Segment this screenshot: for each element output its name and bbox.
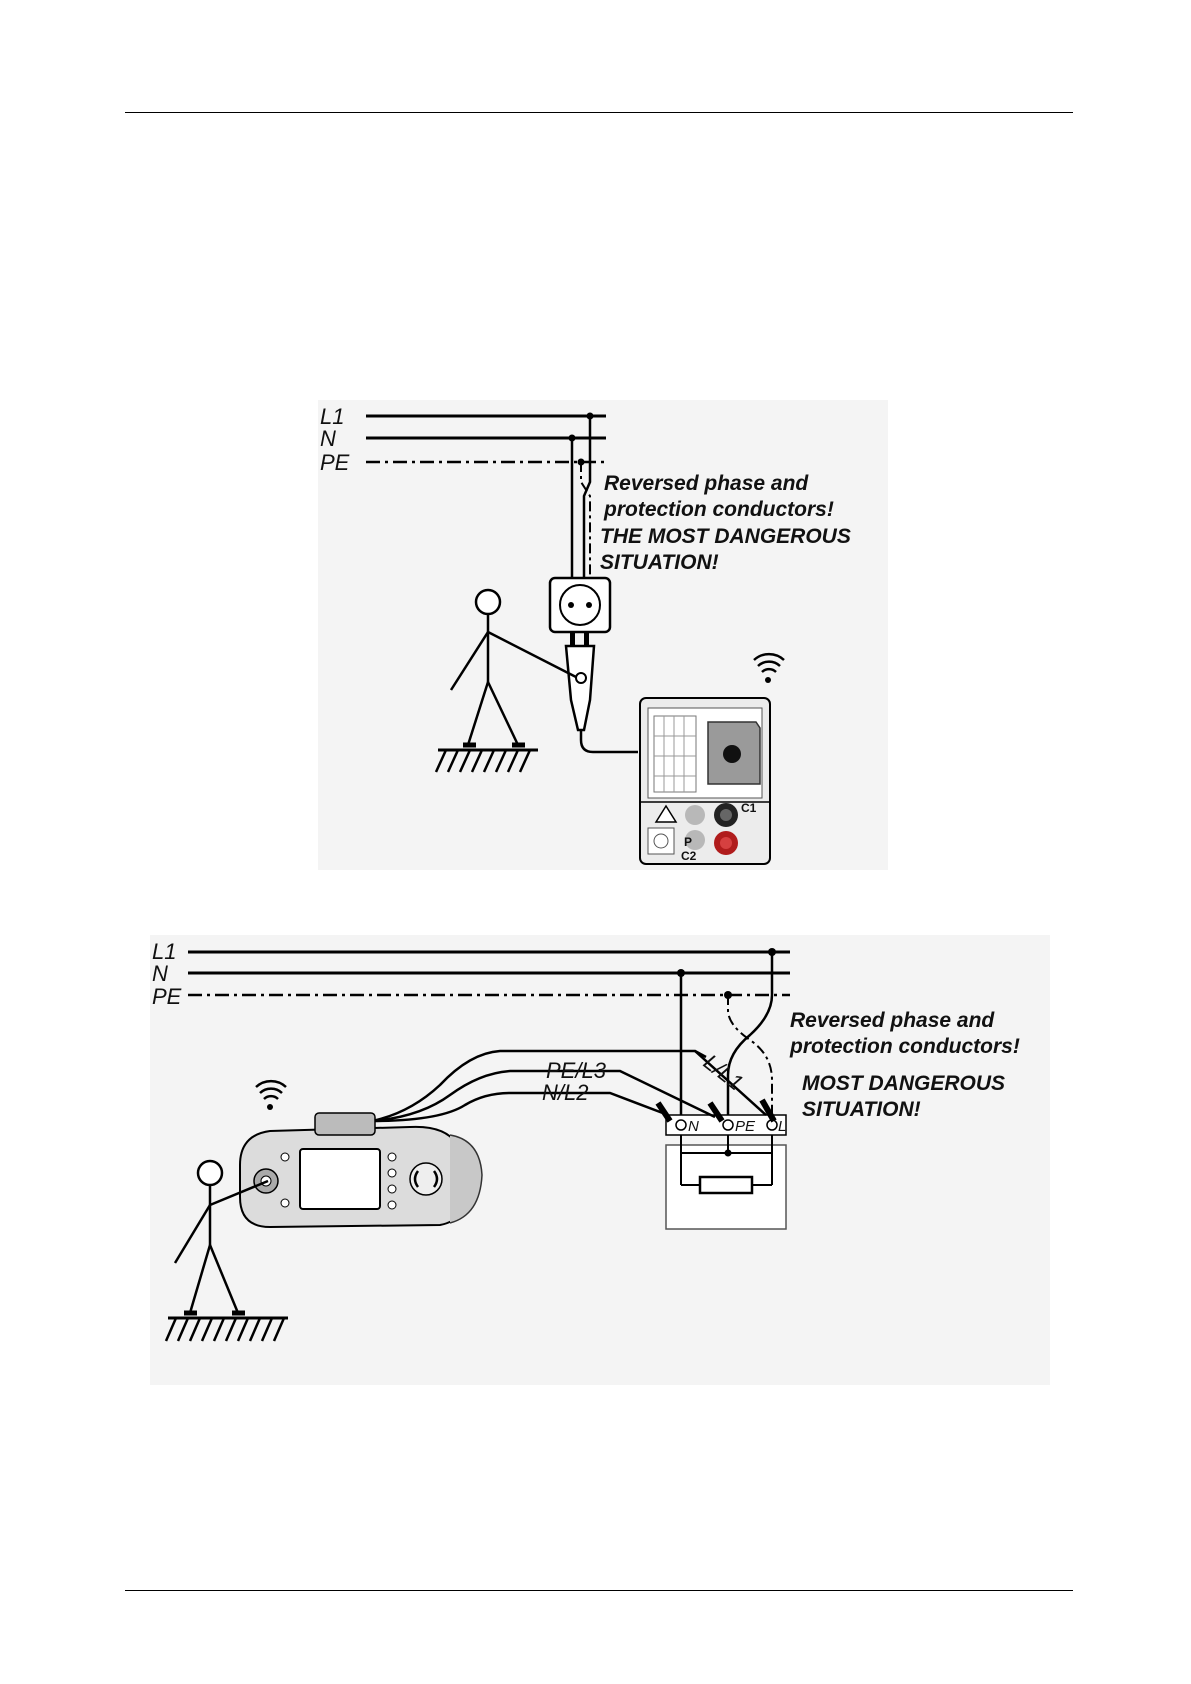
danger-text-1-2: MOST DANGEROUS [802, 1072, 1005, 1095]
terminal-c1: C1 [741, 801, 757, 815]
tester-screen [300, 1149, 380, 1209]
warning-text-1: Reversed phase and [604, 472, 809, 495]
danger-text-1: THE MOST DANGEROUS [600, 525, 851, 548]
label-n-2: N [152, 961, 168, 986]
socket-test-drawing: L1 N PE Reversed phase and protection co… [318, 400, 888, 870]
terminal-c2: C2 [681, 849, 697, 863]
warning-text-2-2: protection conductors! [789, 1035, 1020, 1058]
appliance-test-diagram: L1 N PE Reversed phase and protection co… [150, 935, 1050, 1385]
terminal-block: N PE L [666, 1115, 786, 1135]
footer-rule [125, 1590, 1073, 1591]
lead-label-n: N/L2 [542, 1080, 588, 1105]
label-n: N [320, 426, 336, 451]
instrument-panel: C1 P C2 [640, 698, 770, 864]
label-pe-2: PE [152, 984, 182, 1009]
appliance-test-drawing: L1 N PE Reversed phase and protection co… [150, 935, 1050, 1385]
warning-text-2: protection conductors! [603, 498, 834, 521]
warning-text-1-2: Reversed phase and [790, 1009, 995, 1032]
label-pe: PE [320, 450, 350, 475]
load-resistor [700, 1177, 752, 1193]
terminal-p: P [684, 835, 692, 849]
terminal-n: N [688, 1118, 699, 1135]
serial-port-icon [648, 828, 674, 854]
terminal-pe-2: PE [735, 1118, 756, 1135]
danger-text-2-2: SITUATION! [802, 1098, 921, 1121]
header-rule [125, 112, 1073, 113]
danger-text-2: SITUATION! [600, 551, 719, 574]
terminal-l: L [778, 1118, 786, 1135]
socket-test-diagram: L1 N PE Reversed phase and protection co… [318, 400, 888, 870]
wall-socket [550, 578, 610, 632]
appliance-box [666, 1135, 786, 1229]
